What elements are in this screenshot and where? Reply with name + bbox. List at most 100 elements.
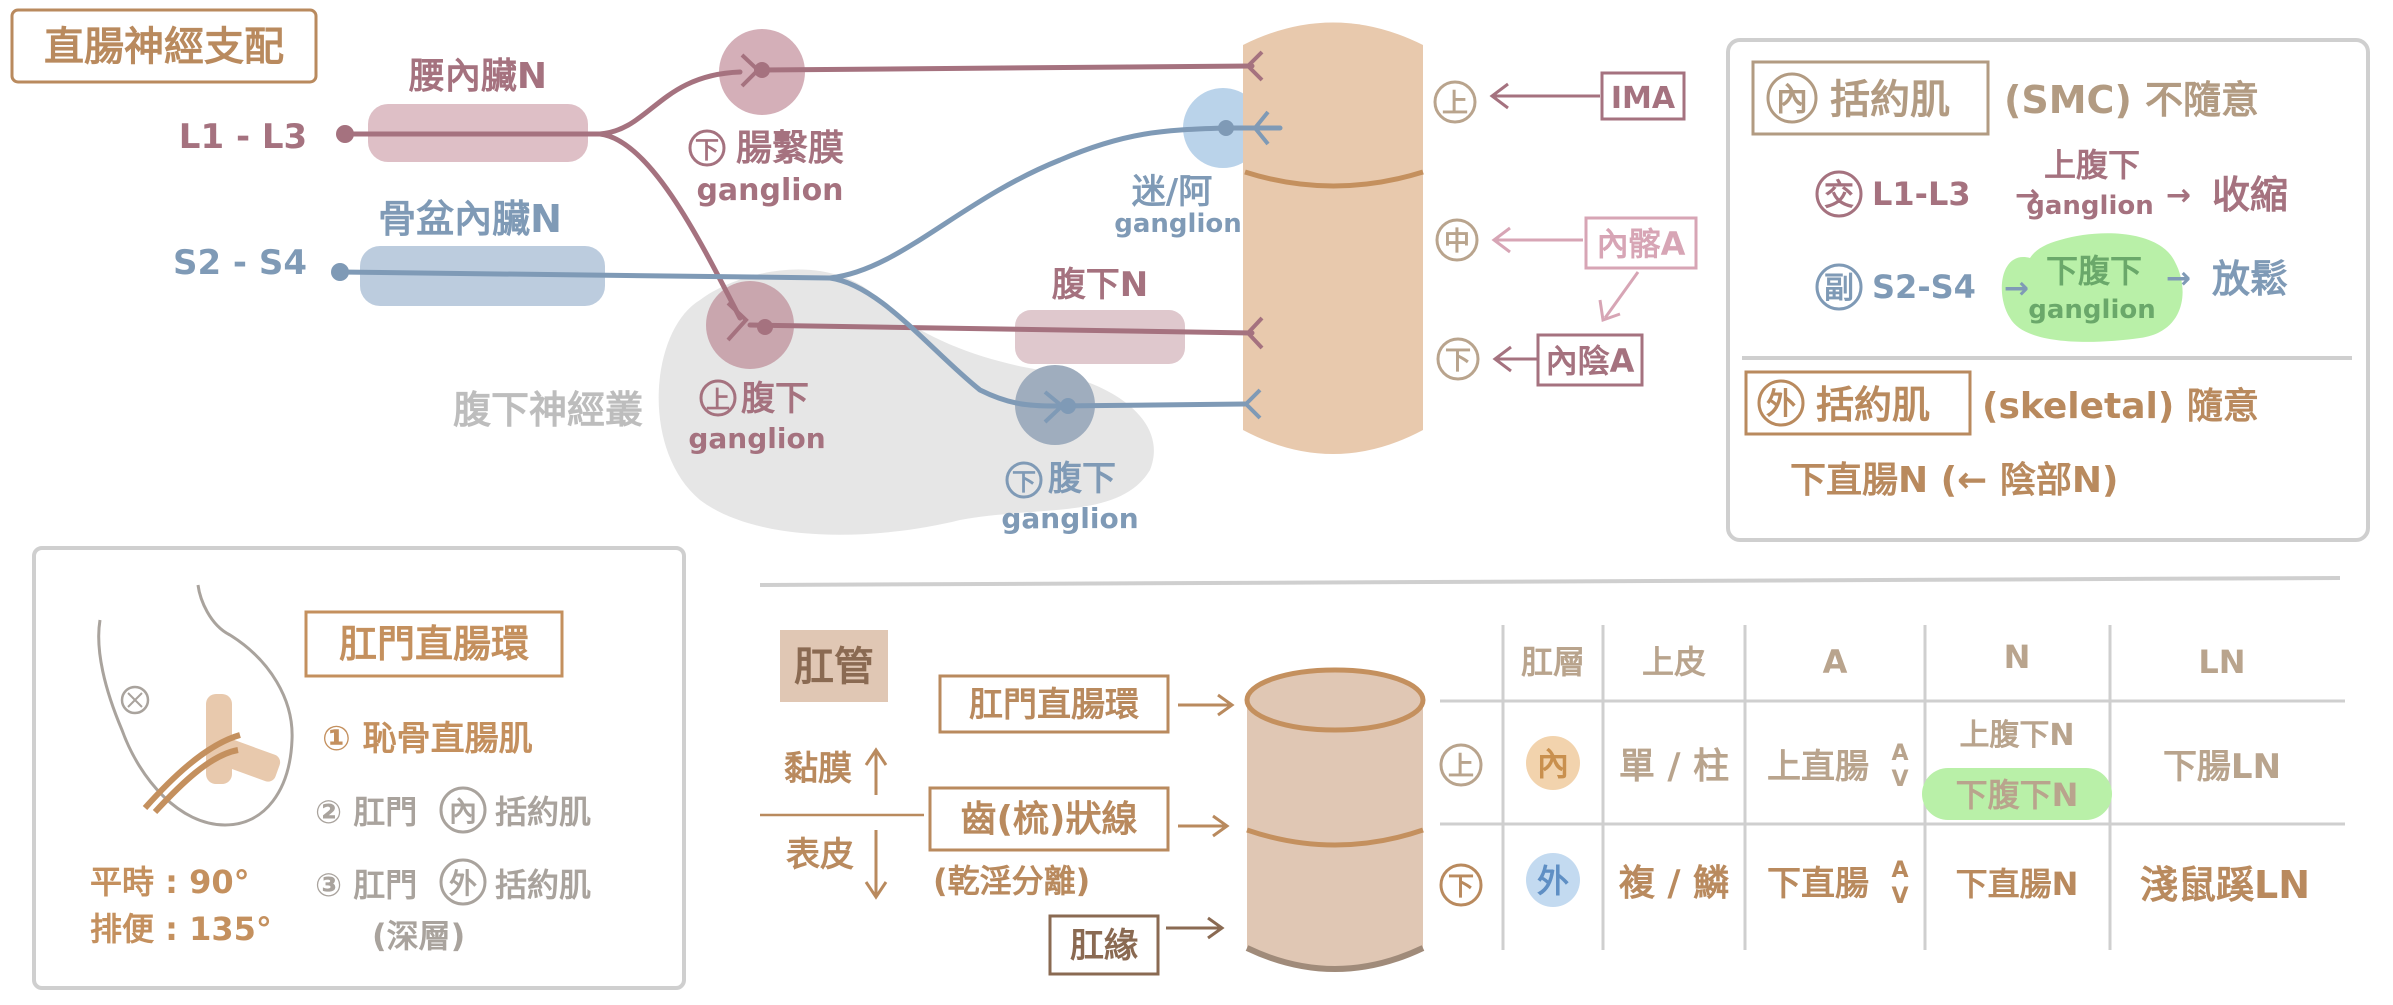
vagus-ganglion-sub: ganglion [1114, 209, 1241, 239]
middle-artery-label: 中 [1444, 227, 1470, 257]
table-row: 上 內 單 / 柱 上直腸 A V 上腹下N 下腹下N 下腸LN [1439, 718, 2281, 820]
anal-verge-label: 肛緣 [1070, 926, 1138, 966]
ganglion-bracket-mesenteric [740, 53, 761, 88]
parasympathetic-pathways [331, 125, 1283, 409]
puborectalis-sling-2 [152, 747, 239, 815]
ganglion-bracket-superior [726, 301, 749, 342]
upper-artery-label: 上 [1442, 89, 1468, 119]
hypogastric-nerve-label: 腹下N [1052, 265, 1148, 305]
para-circle-text: 副 [1824, 271, 1854, 306]
title-box [10, 8, 318, 84]
ring-panel-border [32, 546, 686, 990]
external-tag-circle [1757, 379, 1805, 427]
symp-arrow-2: → [2166, 178, 2191, 213]
mesenteric-ganglion-sub: ganglion [696, 173, 843, 208]
inf-hypogastric-circle [1005, 461, 1043, 499]
para-ganglion-top: 下腹下 [2046, 252, 2142, 290]
inf-hypogastric-sub: ganglion [1001, 502, 1138, 535]
inf-hypogastric-label: 腹下 [1048, 459, 1116, 499]
row-lower-nerve: 下直腸N [1956, 865, 2079, 903]
sup-hypogastric-circle [699, 379, 737, 417]
internal-iliac-label: 內髂A [1597, 225, 1686, 263]
symp-result: 收縮 [2212, 173, 2288, 217]
symp-circle [1815, 170, 1863, 218]
anal-canal-title-box [780, 630, 888, 702]
sympathetic-pathways [336, 63, 1255, 336]
rectum-cylinder [1243, 22, 1423, 454]
anal-canal-title: 肛管 [794, 644, 874, 690]
internal-pudendal-box [1536, 333, 1644, 387]
ring-title: 肛門直腸環 [339, 622, 529, 666]
mesenteric-label: 腸繫膜 [736, 128, 844, 169]
row-upper-label: 上 [1448, 752, 1474, 782]
rectum-bracket-2 [1245, 316, 1264, 350]
ring-item-2-pre: ② 肛門 [315, 793, 417, 831]
external-nerve: 下直腸N (← 陰部N) [1790, 460, 2118, 501]
lower-artery-label: 下 [1445, 346, 1471, 376]
ring-title-box [304, 610, 564, 678]
sphincter-panel-border [1726, 38, 2370, 542]
coccyx-marker [120, 685, 150, 715]
symp-spinal: L1-L3 [1872, 175, 1971, 213]
row-lower-circle [1439, 863, 1483, 907]
table-header-nerve: N [2004, 638, 2031, 676]
table-gridlines [1440, 625, 2345, 950]
row-lower-layer-badge [1526, 853, 1580, 907]
internal-sphincter-title: 括約肌 [1830, 77, 1950, 123]
table-header-artery: A [1823, 643, 1848, 681]
internal-sphincter-note: (SMC) 不隨意 [2004, 78, 2259, 122]
ring-item-2-tag: 內 [449, 795, 477, 828]
symp-ganglion-top: 上腹下 [2044, 146, 2140, 184]
upper-artery-circle [1433, 80, 1477, 124]
row-upper-layer: 內 [1537, 745, 1569, 783]
dentate-label-box [928, 786, 1170, 852]
external-sphincter-title-box [1744, 370, 1972, 436]
lumbar-nerve-label: 腰內臟N [408, 56, 547, 97]
rectum-band [1244, 169, 1424, 189]
coccyx-x [127, 692, 143, 708]
sphincter-panel: 內 括約肌 (SMC) 不隨意 交 L1-L3 → 上腹下 ganglion →… [1726, 38, 2370, 542]
internal-tag: 內 [1776, 80, 1808, 118]
ring-item-3-tag: 外 [449, 867, 477, 900]
arterial-supply: 上 中 下 IMA 內髂A 內陰A [1433, 71, 1698, 387]
sup-hypogastric-circle-text: 上 [706, 386, 730, 414]
row-upper-nerve-highlight [1922, 768, 2112, 820]
table-header-epithelium: 上皮 [1642, 643, 1706, 681]
para-circle [1815, 263, 1863, 311]
row-upper-av-a: A [1891, 741, 1908, 766]
mesenteric-circle [688, 129, 726, 167]
ima-box [1600, 71, 1686, 121]
skin-arrow [864, 830, 888, 900]
row-upper-artery: 上直腸 [1767, 747, 1869, 787]
ring-item-3-pre: ③ 肛門 [315, 866, 417, 904]
dentate-line [1246, 827, 1424, 848]
table-header-ln: LN [2198, 643, 2245, 681]
anal-verge-arrow [1166, 916, 1225, 940]
rectum-bracket-1 [1245, 50, 1264, 82]
puborectalis-sling-1 [142, 732, 241, 810]
row-upper-nerve-bottom: 下腹下N [1956, 776, 2079, 814]
pelvic-nerve-label: 骨盆內臟N [378, 197, 562, 241]
s2-s4-label: S2 - S4 [173, 243, 307, 283]
anal-verge-edge [1245, 945, 1425, 972]
symp-ganglion-sub: ganglion [2026, 191, 2153, 221]
ring-item-1: ① 恥骨直腸肌 [322, 719, 533, 759]
para-spinal: S2-S4 [1872, 268, 1976, 306]
row-lower-ln: 淺鼠蹊LN [2140, 863, 2310, 907]
ganglion-bracket-inferior [1043, 390, 1066, 424]
middle-divider [759, 576, 2341, 587]
para-result: 放鬆 [2212, 257, 2288, 301]
row-upper-layer-badge [1526, 736, 1580, 790]
anal-canal-top [1244, 667, 1426, 733]
plexus-label: 腹下神經叢 [453, 388, 643, 432]
symp-circle-text: 交 [1824, 178, 1854, 213]
ring-item-2-circle [439, 786, 487, 834]
row-lower-artery: 下直腸 [1767, 864, 1869, 904]
external-sphincter-title: 括約肌 [1816, 383, 1930, 427]
ring-item-2-post: 括約肌 [495, 793, 591, 831]
internal-sphincter-title-box [1751, 60, 1990, 136]
row-upper-circle [1439, 743, 1483, 787]
row-lower-epithelium: 複 / 鱗 [1619, 863, 1729, 904]
